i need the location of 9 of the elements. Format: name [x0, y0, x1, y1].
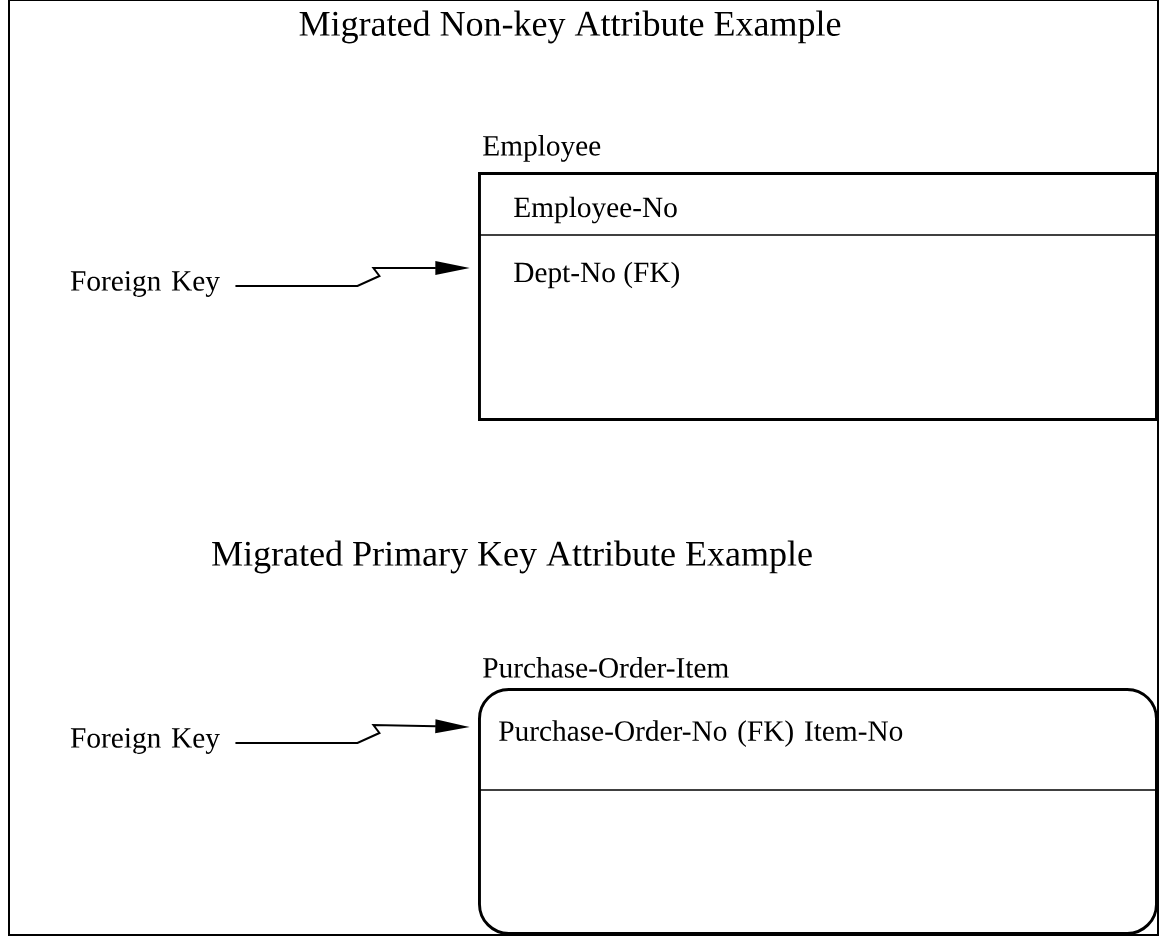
attribute: Dept-No (FK): [514, 261, 679, 289]
heading: Migrated Primary Key Attribute Example: [212, 540, 812, 574]
entity-name: Employee: [483, 135, 601, 162]
node-label: Foreign Key: [70, 271, 220, 297]
heading: Migrated Non-key Attribute Example: [299, 10, 841, 44]
key-attribute: Employee-No: [514, 196, 677, 224]
node-label: Foreign Key: [70, 728, 220, 754]
key-attribute: Purchase-Order-No (FK) Item-No: [499, 720, 903, 747]
entity-name: Purchase-Order-Item: [483, 657, 729, 678]
